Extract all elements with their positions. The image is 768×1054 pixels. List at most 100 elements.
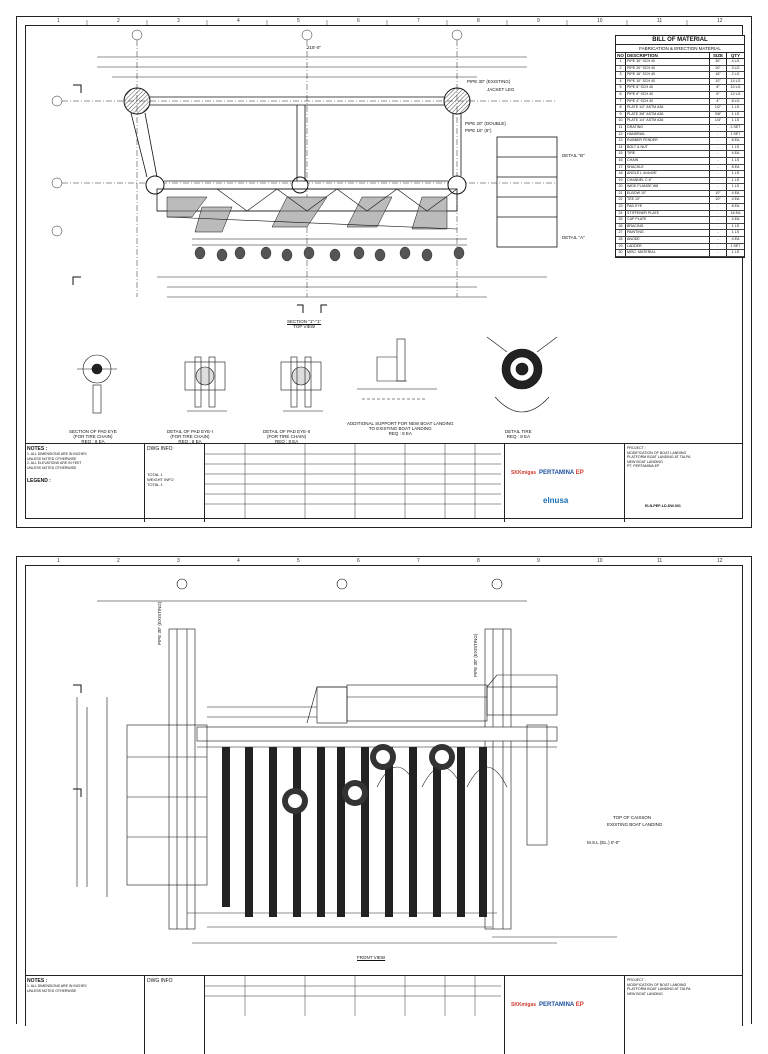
bom-cell: 19 [616, 177, 626, 184]
bom-cell: 13 [616, 138, 626, 144]
bom-cell: - [710, 223, 727, 230]
bom-cell: 1 LS [731, 177, 740, 182]
skkmigas-logo: SKKmigas [511, 1002, 537, 1008]
logo-cell: SKKmigas PERTAMINA EP elnusa [505, 444, 625, 522]
bom-cell: - [710, 171, 727, 177]
bom-cell: 6 [616, 91, 626, 98]
bom-cell: TIRE [626, 151, 710, 157]
pertamina-logo: PERTAMINA EP [539, 470, 584, 476]
bom-cell: PIPE 16" SCH 40 [626, 72, 710, 78]
bom-cell: 4 EA [731, 190, 740, 195]
bom-cell: 10 [616, 118, 626, 124]
bom-cell: 30" [710, 59, 727, 65]
bom-cell: - [710, 124, 727, 131]
bom-cell: 18 [616, 171, 626, 177]
bill-of-material: BILL OF MATERIAL FABRICATION & ERECTION … [615, 35, 745, 258]
dwg-info-cell: DWG INFO TOTAL 1 WEIGHT INFO TOTAL 1 [145, 444, 205, 522]
bom-cell: 14 [616, 144, 626, 151]
bom-cell: - [710, 151, 727, 157]
bom-cell: 4 EA [731, 217, 740, 222]
bom-cell: 22 [616, 197, 626, 204]
label-pipe20: PIPE 20" (DOUBLE) [465, 121, 506, 126]
bom-cell: 28 [616, 237, 626, 243]
bom-cell: 8 EA [731, 204, 740, 209]
detail-caption-1: SECTION OF PAD EYE(FOR TIRE CHAIN)REQ : … [69, 429, 117, 444]
skkmigas-logo: SKKmigas [511, 470, 537, 476]
bom-cell: 30 [616, 250, 626, 256]
bom-cell: 1 LS [731, 144, 740, 149]
label-msl: M.S.L (EL.) 0'-0" [587, 840, 620, 845]
bom-cell: 7 [616, 98, 626, 105]
bom-cell: 8 LG [731, 98, 740, 103]
bom-cell: MISC. MATERIAL [626, 250, 710, 256]
label-existing-boat: EXISTING BOAT LANDING [607, 822, 663, 827]
sheet-frame [25, 25, 743, 519]
bom-cell: SHACKLE [626, 164, 710, 171]
title-block: NOTES : 1. ALL DIMENSIONS ARE IN INCHES … [25, 443, 743, 522]
bom-cell: TEE 10" [626, 197, 710, 204]
bom-cell: PIPE 6" SCH 40 [626, 91, 710, 98]
bom-cell: 20 [616, 184, 626, 190]
bom-cell: 3/8" [710, 111, 727, 118]
bom-cell: 21 [616, 190, 626, 197]
revision-grid [205, 444, 505, 522]
front-view-caption: FRONT VIEW [357, 955, 386, 960]
bom-cell: 16 [616, 157, 626, 164]
bom-cell: - [710, 177, 727, 184]
project-cell: PROJECT : MODIFICATION OF BOAT LANDING P… [627, 446, 691, 508]
bom-cell: 14 LG [730, 78, 741, 83]
bom-cell: - [710, 210, 727, 217]
bom-cell: - [710, 204, 727, 210]
bom-cell: 1 LS [731, 118, 740, 123]
bom-cell: 4 EA [731, 197, 740, 202]
label-pipe30-right: PIPE 30" (EXISTING) [473, 633, 478, 677]
dim-total: 218'-0" [307, 45, 321, 50]
bom-subtitle: FABRICATION & ERECTION MATERIAL [616, 45, 744, 53]
logo-row: SKKmigas PERTAMINA EP [511, 470, 584, 476]
bom-cell: 8" [710, 85, 727, 91]
bom-cell: 1/2" [710, 105, 727, 111]
bom-cell: 29 [616, 243, 626, 250]
bom-cell: 17 [616, 164, 626, 171]
bom-cell: 10" [710, 197, 727, 204]
bom-cell: PLATE 1/2" ASTM A36 [626, 105, 710, 111]
bom-cell: 27 [616, 230, 626, 237]
bom-cell: 11 [616, 124, 626, 131]
bom-cell: 20" [710, 65, 727, 72]
drawing-number: ELN-PEP-LD-DW-001 [645, 504, 681, 508]
bom-cell: 1 LS [731, 230, 740, 235]
label-detail-b: DETAIL "B" [562, 153, 585, 158]
bom-cell: BRACING [626, 223, 710, 230]
bom-cell: 1 LS [731, 223, 740, 228]
bom-cell: 1 LS [731, 250, 740, 255]
bom-cell: 6" [710, 91, 727, 98]
bom-cell: PIPE 10" SCH 40 [626, 78, 710, 85]
bom-cell: PAINTING [626, 230, 710, 237]
label-jacket-leg: JACKET LEG [487, 87, 515, 92]
bom-cell: LADDER [626, 243, 710, 250]
bom-cell: 1 LS [731, 111, 740, 116]
label-pipe30-existing: PIPE 30" (EXISTING) [467, 79, 511, 84]
bom-cell: - [710, 184, 727, 190]
bom-cell: - [710, 157, 727, 164]
label-pipe16: PIPE 16" (8") [465, 128, 492, 133]
